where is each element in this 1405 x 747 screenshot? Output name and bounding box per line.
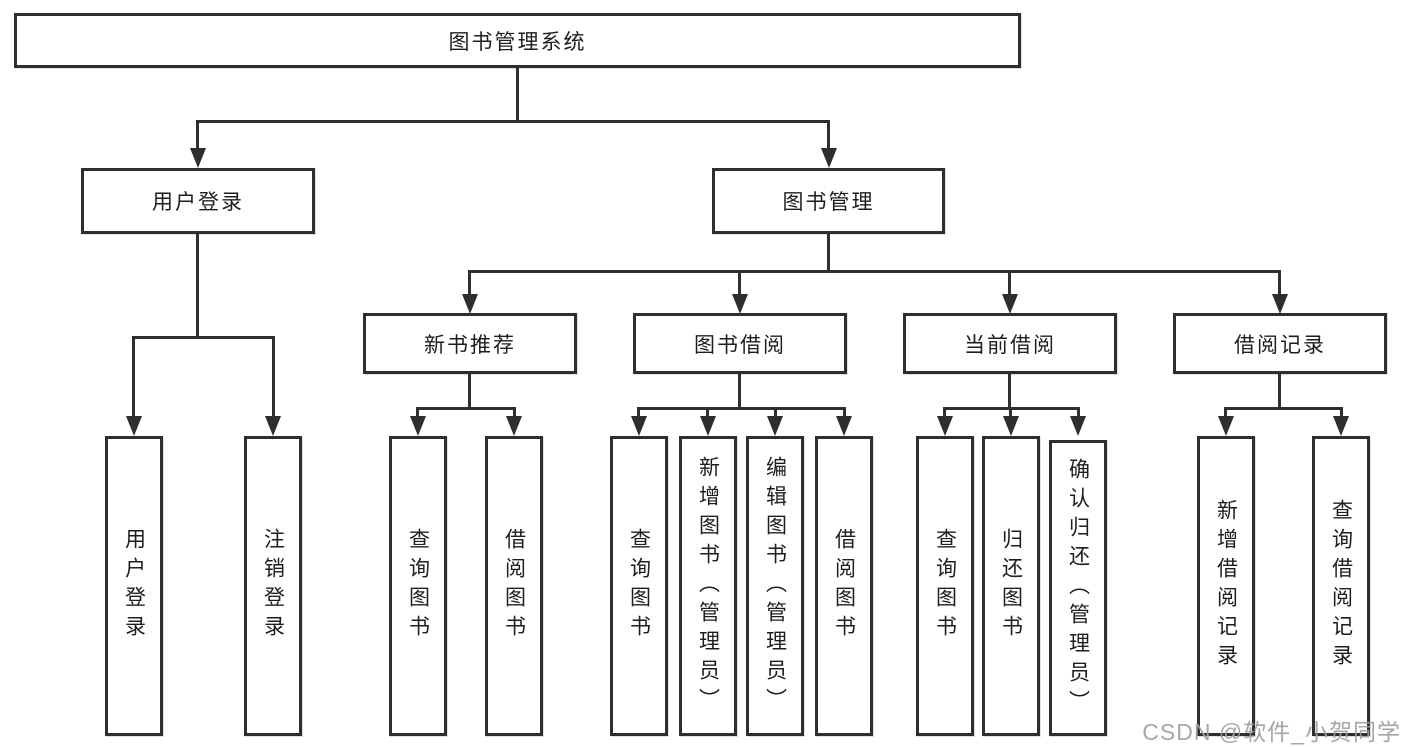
connector-line <box>132 336 275 339</box>
leaf-add-borrow-record: 新增借阅记录 <box>1197 436 1255 736</box>
arrow-down-icon <box>821 148 837 168</box>
node-user-login: 用户登录 <box>81 168 315 234</box>
leaf-edit-book-admin-label: 编辑图书（管理员） <box>763 455 787 717</box>
connector-line <box>774 407 777 419</box>
connector-line <box>1224 407 1227 419</box>
arrow-down-icon <box>410 416 426 436</box>
arrow-down-icon <box>937 416 953 436</box>
arrow-down-icon <box>265 416 281 436</box>
connector-line <box>738 270 741 297</box>
leaf-add-book-admin-label: 新增图书（管理员） <box>696 455 720 717</box>
connector-line <box>272 336 275 419</box>
leaf-user-login-label: 用户登录 <box>122 528 146 644</box>
arrow-down-icon <box>631 416 647 436</box>
connector-line <box>196 120 830 123</box>
leaf-query-borrow-record: 查询借阅记录 <box>1312 436 1370 736</box>
leaf-borrow-books-label: 借阅图书 <box>832 528 856 644</box>
connector-line <box>196 120 199 152</box>
connector-line <box>468 270 1281 273</box>
connector-line <box>827 120 830 152</box>
leaf-logout: 注销登录 <box>244 436 302 736</box>
csdn-watermark: CSDN @软件_小贺同学 <box>1142 719 1401 745</box>
leaf-return-books: 归还图书 <box>982 436 1040 736</box>
connector-line <box>1008 374 1011 409</box>
arrow-down-icon <box>836 416 852 436</box>
arrow-down-icon <box>126 416 142 436</box>
connector-line <box>637 407 846 410</box>
node-book-borrow: 图书借阅 <box>633 313 847 374</box>
leaf-confirm-return-admin: 确认归还（管理员） <box>1049 440 1107 736</box>
connector-line <box>196 234 199 338</box>
connector-line <box>1009 407 1012 419</box>
node-current-borrow: 当前借阅 <box>903 313 1117 374</box>
leaf-add-book-admin: 新增图书（管理员） <box>679 436 737 736</box>
node-borrow-records-label: 借阅记录 <box>1234 333 1326 357</box>
connector-line <box>513 407 516 419</box>
leaf-confirm-return-admin-label: 确认归还（管理员） <box>1066 457 1090 719</box>
leaf-edit-book-admin: 编辑图书（管理员） <box>746 436 804 736</box>
connector-line <box>1224 407 1343 410</box>
connector-line <box>1008 270 1011 297</box>
leaf-borrow-books-recommend-label: 借阅图书 <box>502 528 526 644</box>
node-book-management: 图书管理 <box>712 168 945 234</box>
connector-line <box>132 336 135 419</box>
connector-line <box>738 374 741 409</box>
connector-line <box>827 234 830 272</box>
connector-line <box>1077 407 1080 419</box>
connector-line <box>706 407 709 419</box>
leaf-query-books-borrow: 查询图书 <box>610 436 668 736</box>
arrow-down-icon <box>1002 294 1018 314</box>
node-book-borrow-label: 图书借阅 <box>694 333 786 357</box>
node-new-book-recommend: 新书推荐 <box>363 313 577 374</box>
leaf-add-borrow-record-label: 新增借阅记录 <box>1214 499 1238 673</box>
leaf-logout-label: 注销登录 <box>261 528 285 644</box>
connector-line <box>416 407 419 419</box>
connector-line <box>1340 407 1343 419</box>
connector-line <box>843 407 846 419</box>
connector-line <box>468 270 471 297</box>
arrow-down-icon <box>1272 294 1288 314</box>
connector-line <box>1278 270 1281 297</box>
connector-line <box>943 407 946 419</box>
node-new-book-recommend-label: 新书推荐 <box>424 333 516 357</box>
leaf-borrow-books: 借阅图书 <box>815 436 873 736</box>
connector-line <box>468 374 471 409</box>
connector-line <box>416 407 516 410</box>
leaf-user-login: 用户登录 <box>105 436 163 736</box>
arrow-down-icon <box>767 416 783 436</box>
connector-line <box>516 68 519 122</box>
node-book-management-label: 图书管理 <box>782 191 875 214</box>
arrow-down-icon <box>1218 416 1234 436</box>
arrow-down-icon <box>732 294 748 314</box>
arrow-down-icon <box>1003 416 1019 436</box>
node-library-system-label: 图书管理系统 <box>448 30 587 54</box>
arrow-down-icon <box>462 294 478 314</box>
arrow-down-icon <box>1070 416 1086 436</box>
leaf-query-books-current-label: 查询图书 <box>933 528 957 644</box>
leaf-query-books-borrow-label: 查询图书 <box>627 528 651 644</box>
node-current-borrow-label: 当前借阅 <box>964 333 1056 357</box>
arrow-down-icon <box>190 148 206 168</box>
connector-line <box>637 407 640 419</box>
leaf-query-books-recommend: 查询图书 <box>389 436 447 736</box>
node-borrow-records: 借阅记录 <box>1173 313 1387 374</box>
leaf-query-books-recommend-label: 查询图书 <box>406 528 430 644</box>
arrow-down-icon <box>506 416 522 436</box>
connector-line <box>1278 374 1281 409</box>
leaf-return-books-label: 归还图书 <box>999 528 1023 644</box>
leaf-query-borrow-record-label: 查询借阅记录 <box>1329 499 1353 673</box>
node-library-system: 图书管理系统 <box>14 13 1021 68</box>
arrow-down-icon <box>700 416 716 436</box>
leaf-borrow-books-recommend: 借阅图书 <box>485 436 543 736</box>
node-user-login-label: 用户登录 <box>152 191 244 214</box>
leaf-query-books-current: 查询图书 <box>916 436 974 736</box>
arrow-down-icon <box>1333 416 1349 436</box>
